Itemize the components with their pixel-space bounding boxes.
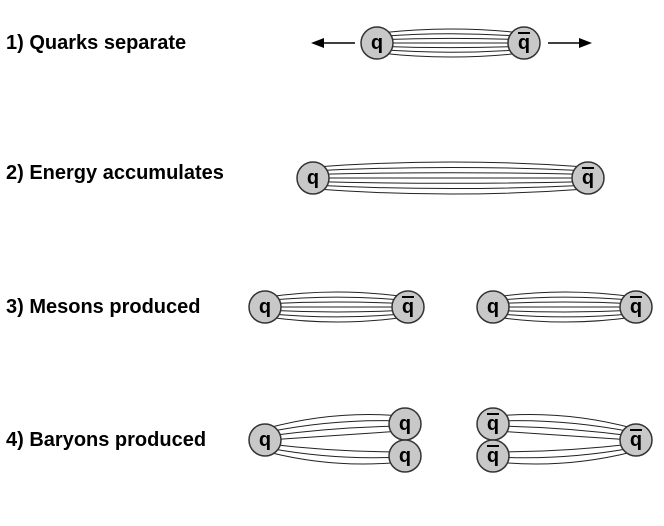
flux-line	[495, 420, 633, 433]
step-1-quark: q	[360, 26, 394, 60]
flux-line	[315, 172, 587, 175]
flux-line	[267, 451, 403, 465]
step-4-antibaryon-antiquark-bottom: q	[476, 439, 510, 473]
antiquark-symbol: q	[487, 413, 499, 435]
step-3-meson-2-antiquark: q	[619, 290, 653, 324]
step-2-label: 2) Energy accumulates	[6, 162, 224, 184]
quark-circle	[391, 290, 425, 324]
right-arrow	[548, 38, 592, 48]
flux-line	[495, 296, 635, 301]
step-4-baryon-quark-top: q	[388, 407, 422, 441]
step-1-flux-tube	[379, 28, 523, 58]
step-3-meson-1-flux-tube	[267, 291, 407, 323]
flux-line	[495, 291, 635, 298]
quark-circle	[571, 161, 605, 195]
flux-line	[267, 291, 407, 298]
quark-symbol: q	[259, 296, 271, 318]
flux-line	[315, 181, 587, 184]
flux-line	[379, 45, 523, 49]
flux-line	[495, 316, 635, 323]
flux-line	[495, 414, 633, 429]
quark-symbol: q	[307, 167, 319, 189]
quark-symbol: q	[399, 413, 411, 435]
step-4-baryon-quark-bottom: q	[388, 439, 422, 473]
antiquark-symbol: q	[518, 32, 530, 54]
flux-line	[315, 161, 587, 168]
antiquark-symbol: q	[630, 429, 642, 451]
antiquark-symbol: q	[582, 167, 594, 189]
quark-circle	[476, 439, 510, 473]
step-3-meson-1-antiquark: q	[391, 290, 425, 324]
flux-tubes	[267, 28, 635, 465]
flux-line	[267, 316, 407, 323]
step-2-flux-tube	[315, 161, 587, 195]
flux-line	[267, 430, 403, 441]
quark-symbol: q	[487, 296, 499, 318]
flux-line	[267, 414, 403, 429]
flux-line	[315, 188, 587, 195]
step-2-quark: q	[296, 161, 330, 195]
flux-line	[267, 447, 403, 459]
antiquark-symbol: q	[402, 296, 414, 318]
flux-line	[379, 33, 523, 37]
step-4-antibaryon-antiquark-right: q	[619, 423, 653, 457]
step-3-label: 3) Mesons produced	[6, 296, 200, 318]
quark-circle	[507, 26, 541, 60]
flux-line	[267, 443, 403, 453]
step-1-antiquark: q	[507, 26, 541, 60]
flux-line	[267, 309, 407, 313]
step-3-meson-2-quark: q	[476, 290, 510, 324]
flux-line	[267, 313, 407, 318]
step-3-meson-1-quark: q	[248, 290, 282, 324]
step-1-label: 1) Quarks separate	[6, 32, 186, 54]
quark-circle	[248, 423, 282, 457]
flux-line	[495, 425, 633, 437]
quark-circle	[388, 439, 422, 473]
flux-line	[315, 166, 587, 172]
flux-line	[267, 301, 407, 305]
flux-line	[495, 309, 635, 313]
quark-circle	[248, 290, 282, 324]
antiquark-symbol: q	[487, 445, 499, 467]
step-4-antibaryon-antiquark-top: q	[476, 407, 510, 441]
flux-line	[267, 296, 407, 301]
antiquark-symbol: q	[630, 296, 642, 318]
step-2-antiquark: q	[571, 161, 605, 195]
flux-line	[495, 313, 635, 318]
flux-line	[379, 52, 523, 58]
quark-symbol: q	[259, 429, 271, 451]
flux-line	[495, 301, 635, 305]
flux-line	[495, 447, 633, 459]
flux-line	[379, 28, 523, 34]
flux-line	[495, 430, 633, 441]
quark-circle	[476, 290, 510, 324]
quark-circle	[296, 161, 330, 195]
flux-line	[267, 425, 403, 437]
step-4-label: 4) Baryons produced	[6, 429, 206, 451]
quark-symbol: q	[399, 445, 411, 467]
flux-line	[315, 184, 587, 190]
quark-symbol: q	[371, 32, 383, 54]
flux-line	[379, 37, 523, 41]
quark-circle	[619, 290, 653, 324]
flux-line	[495, 451, 633, 465]
quark-circle	[619, 423, 653, 457]
step-4-baryon-quark-left: q	[248, 423, 282, 457]
step-4-antibaryon-flux-tube	[495, 414, 633, 465]
step-4-baryon-flux-tube	[267, 414, 403, 465]
quark-circle	[360, 26, 394, 60]
flux-line	[495, 443, 633, 453]
left-arrow	[311, 38, 355, 48]
step-3-meson-2-flux-tube	[495, 291, 635, 323]
flux-line	[267, 420, 403, 433]
flux-line	[379, 49, 523, 53]
